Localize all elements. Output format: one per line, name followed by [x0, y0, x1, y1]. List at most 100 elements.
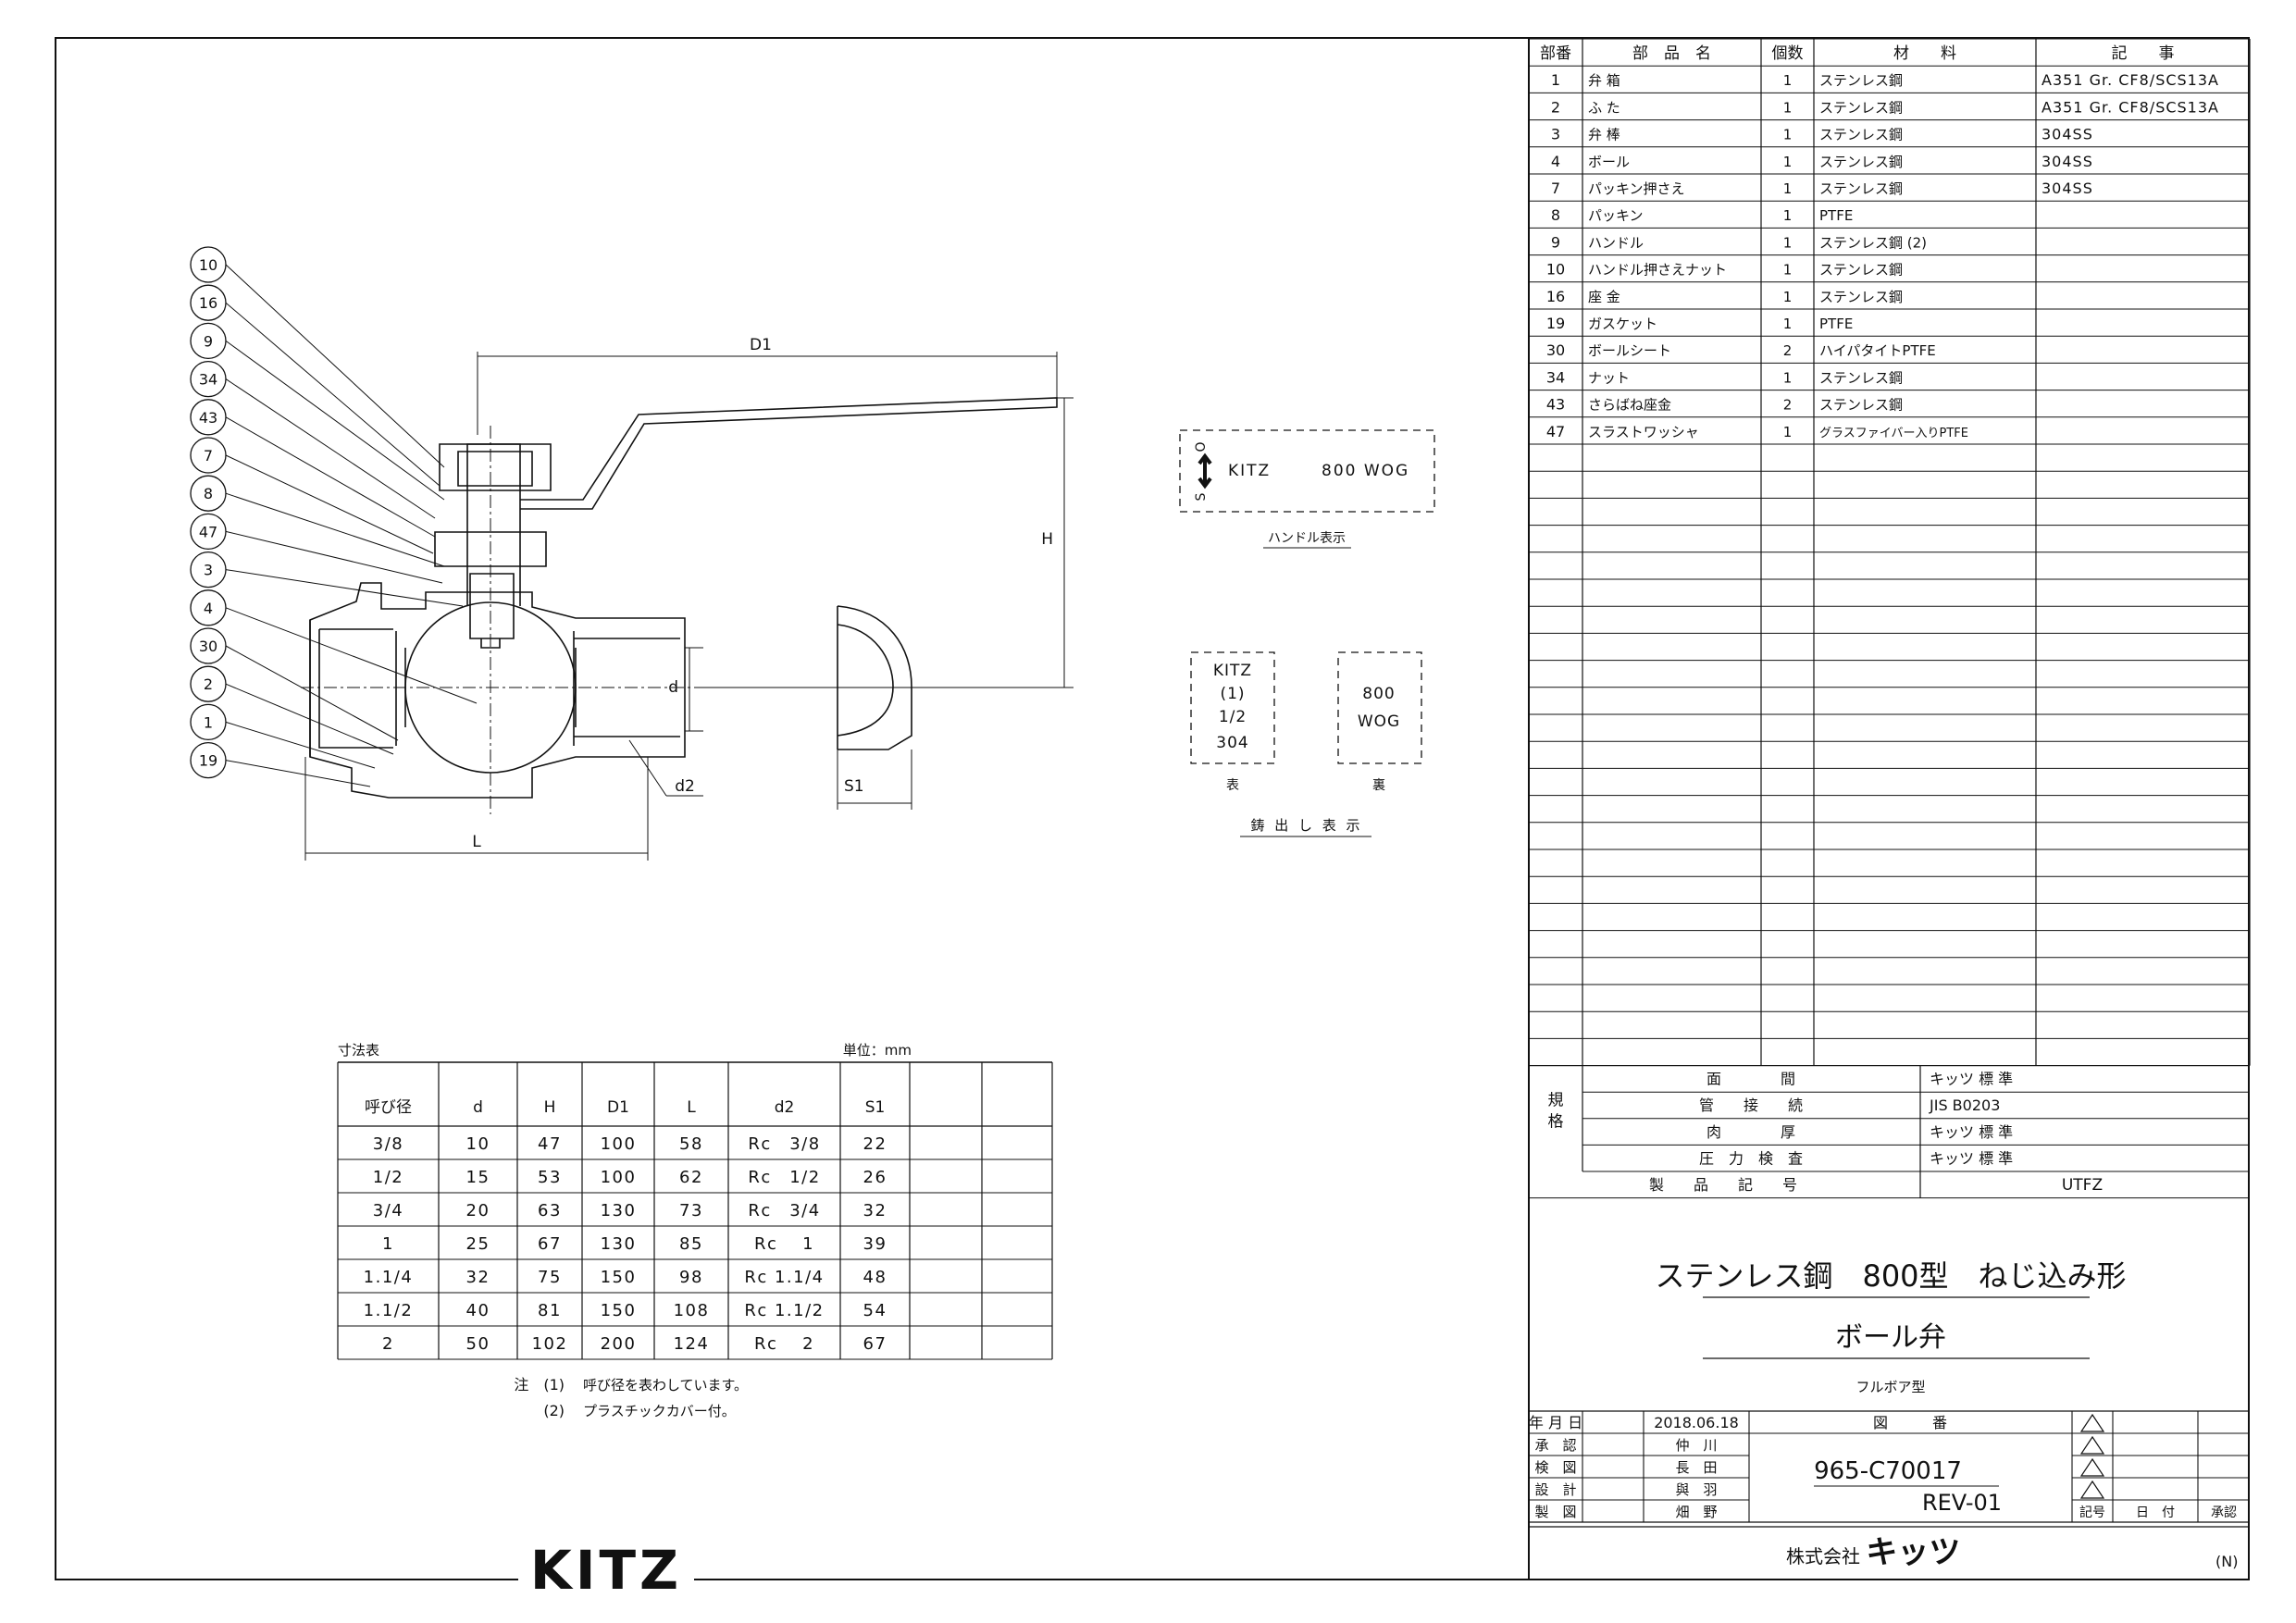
cast-back-box: [1337, 651, 1422, 764]
balloon-label: 3: [204, 562, 213, 579]
dim-cell: 3/8: [373, 1134, 403, 1154]
part-note: 304SS: [2042, 126, 2093, 143]
dim-cell: 58: [679, 1134, 703, 1154]
handle-nut: [439, 443, 552, 491]
part-material: グラスファイバー入りPTFE: [1819, 427, 1968, 440]
kitz-logo: KITZ: [518, 1538, 694, 1603]
part-qty: 1: [1783, 289, 1793, 305]
balloon-label: 4: [204, 600, 213, 617]
outlet-thread: [574, 638, 680, 737]
part-number: 8: [1551, 206, 1560, 224]
part-material: ステンレス鋼: [1819, 72, 1903, 89]
title-line1: ステンレス鋼 800型 ねじ込み形: [1655, 1258, 2126, 1294]
balloon-label: 2: [204, 675, 213, 693]
valve-body-port: [395, 631, 575, 746]
part-name: スラストワッシャ: [1588, 424, 1699, 440]
part-name: ボールシート: [1588, 342, 1671, 359]
dim-cell: 75: [538, 1268, 562, 1287]
parts-header: 材 料: [1893, 44, 1956, 63]
balloon-leader: [225, 340, 445, 501]
balloon-leader: [225, 721, 376, 769]
dim-label-d: d: [668, 678, 678, 697]
balloon-leader: [225, 683, 394, 755]
part-qty: 2: [1783, 342, 1793, 359]
revision: REV-01: [1922, 1490, 2002, 1516]
handle-rating: 800 WOG: [1322, 462, 1409, 480]
std-item: 圧 力 検 査: [1699, 1149, 1803, 1167]
dim-cell: Rc 1.1/2: [744, 1301, 824, 1320]
part-name: ナット: [1588, 369, 1630, 386]
dim-cell: 150: [601, 1301, 637, 1320]
dim-cell: Rc 1: [754, 1234, 814, 1254]
dim-cell: 98: [679, 1268, 703, 1287]
balloon-leader: [225, 530, 443, 584]
dim-cell: 67: [863, 1334, 887, 1354]
part-material: PTFE: [1819, 316, 1853, 332]
handle-o-label: O: [1194, 441, 1209, 452]
balloon-leader: [225, 760, 371, 787]
parts-header: 部 品 名: [1632, 44, 1711, 63]
std-label: 規: [1548, 1092, 1564, 1110]
cast-front-text: 304: [1216, 734, 1248, 752]
dim-cell: Rc 3/8: [748, 1134, 820, 1154]
approval-name: 長 田: [1675, 1459, 1717, 1476]
balloon-label: 7: [204, 447, 213, 465]
dim-cell: 200: [601, 1334, 637, 1354]
dim-cell: 2: [382, 1334, 394, 1354]
parts-header: 記 事: [2112, 44, 2175, 63]
approval-role: 設 計: [1534, 1481, 1576, 1498]
balloon-label: 19: [199, 752, 217, 770]
cast-front-text: 1/2: [1219, 708, 1247, 726]
balloon-leader: [225, 264, 445, 468]
packing-gland: [434, 531, 547, 567]
part-note: 304SS: [2042, 180, 2093, 197]
stem: [466, 443, 521, 606]
dim-cell: 63: [538, 1201, 562, 1220]
approval-name: 畑 野: [1675, 1504, 1717, 1520]
std-label: 格: [1548, 1112, 1564, 1131]
dim-header: 呼び径: [365, 1098, 412, 1117]
balloon-label: 47: [199, 523, 217, 540]
dim-cell: 53: [538, 1168, 562, 1187]
company-name: 株式会社 キッツ: [1786, 1527, 2017, 1572]
dim-cell: 1.1/2: [364, 1301, 414, 1320]
part-qty: 2: [1783, 397, 1793, 414]
part-qty: 1: [1783, 154, 1793, 170]
dim-cell: 85: [679, 1234, 703, 1254]
part-material: ステンレス鋼 (2): [1819, 234, 1927, 251]
stem-tip: [480, 638, 501, 649]
dim-cell: 130: [601, 1201, 637, 1220]
cast-front-box: [1190, 651, 1275, 764]
balloon-label: 1: [204, 713, 213, 731]
dim-cell: 1: [382, 1234, 394, 1254]
dim-cell: 62: [679, 1168, 703, 1187]
balloon-leader: [225, 645, 399, 741]
revision-triangle: [2079, 1457, 2105, 1477]
part-name: ガスケット: [1588, 316, 1657, 332]
std-item: 肉 厚: [1706, 1123, 1795, 1141]
balloon-leader: [225, 569, 464, 607]
revision-triangle: [2079, 1413, 2105, 1432]
dim-cell: 1.1/4: [364, 1268, 414, 1287]
dim-label-d2: d2: [675, 777, 695, 796]
cast-caption: 鋳 出 し 表 示: [1250, 817, 1362, 834]
part-material: ステンレス鋼: [1819, 289, 1903, 305]
balloon-label: 9: [204, 332, 213, 350]
part-qty: 1: [1783, 424, 1793, 440]
dim-note-text: プラスチックカバー付。: [583, 1403, 736, 1419]
company-brand: キッツ: [1866, 1534, 1961, 1571]
dim-cell: 40: [466, 1301, 490, 1320]
dim-cell: 1/2: [373, 1168, 403, 1187]
part-material: PTFE: [1819, 207, 1853, 224]
dim-cell: 32: [863, 1201, 887, 1220]
plastic-cap: [837, 605, 912, 750]
dim-label-D1: D1: [750, 336, 772, 354]
cast-back-text: 800: [1362, 685, 1395, 703]
part-qty: 1: [1783, 316, 1793, 332]
drawing-no-label: 図 番: [1873, 1414, 1947, 1431]
part-number: 34: [1546, 368, 1565, 386]
revision-col-label: 日 付: [2136, 1505, 2175, 1520]
dim-header: H: [544, 1098, 556, 1117]
